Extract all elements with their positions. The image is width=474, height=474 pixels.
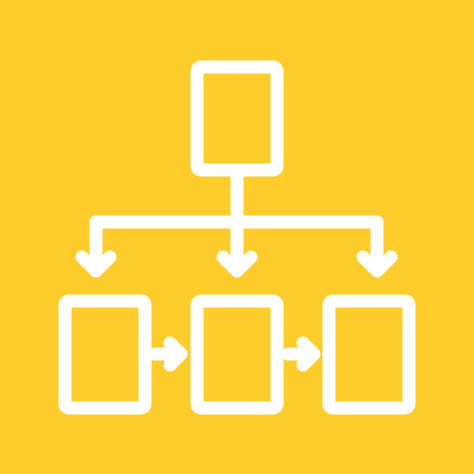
- middle-node-box: [190, 294, 284, 415]
- middle-branch-arrowhead: [216, 250, 258, 278]
- left-branch-arrowhead: [75, 250, 117, 278]
- middle-to-right-arrowhead: [296, 336, 321, 372]
- right-node-box: [322, 294, 416, 415]
- left-to-middle-arrowhead: [163, 336, 188, 372]
- left-node-box: [58, 294, 152, 415]
- right-branch-arrowhead: [356, 250, 398, 278]
